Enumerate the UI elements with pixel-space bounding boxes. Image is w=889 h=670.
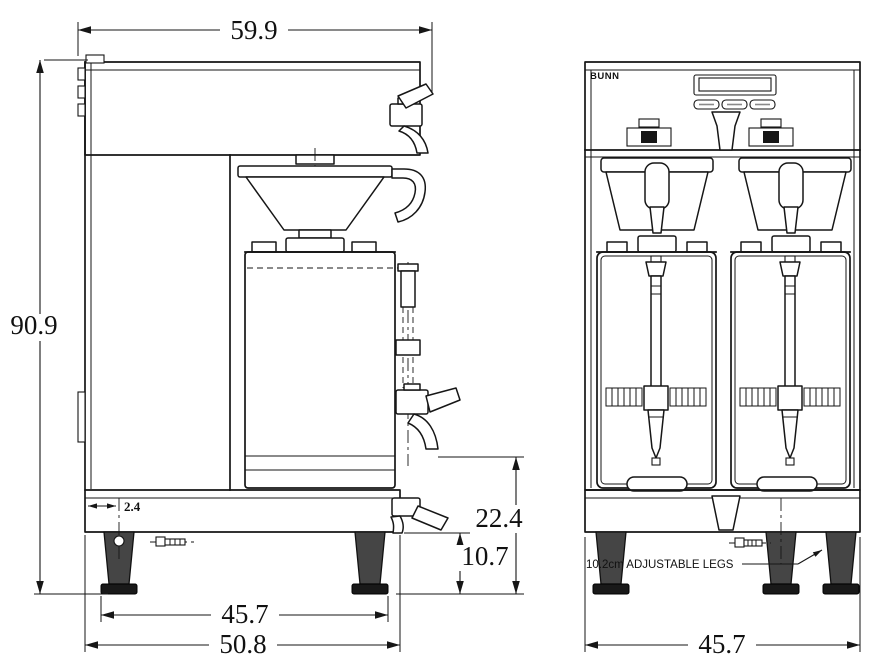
side-server [244,237,412,489]
side-gauge-and-faucet [395,262,461,466]
control-panel [693,74,777,110]
front-legs [592,498,860,595]
brand-logo: BUNN [590,71,619,82]
dim-faucet-clearance-text: 22.4 [475,503,523,533]
dim-overall-height-text: 90.9 [10,310,57,340]
side-machine-body [77,54,421,491]
front-servers [596,235,851,492]
front-base [584,489,861,533]
dim-top-depth-text: 59.9 [230,15,277,45]
front-gauge-left [605,255,707,466]
adjustable-legs-note: 10.2cm ADJUSTABLE LEGS [586,549,823,571]
side-lower-faucet [390,497,449,534]
dim-faucet-clearance: 22.4 [396,456,532,595]
side-brew-funnel [237,148,427,248]
dim-top-depth: 59.9 [77,15,433,92]
dim-base-depth: 50.8 [84,535,401,659]
side-view: 59.9 90.9 2.4 22.4 10.7 [6,15,532,659]
dim-base-depth-text: 50.8 [219,629,266,659]
front-view: BUNN [584,61,861,659]
side-leg-bolt-detail [150,536,194,547]
dim-overall-height: 90.9 [6,59,108,595]
dim-leg-inset: 2.4 [88,499,141,514]
dim-front-width: 45.7 [584,537,861,659]
side-hot-water-faucet [389,83,434,154]
adjustable-legs-label: 10.2cm ADJUSTABLE LEGS [586,559,734,571]
side-legs [100,498,389,595]
dim-leg-height-text: 10.7 [461,541,508,571]
dim-leg-height: 10.7 [404,532,515,594]
dim-front-width-text: 45.7 [698,629,745,659]
dim-leg-inset-text: 2.4 [124,499,141,514]
faucet-handle [781,409,799,459]
front-gauge-right [739,255,841,466]
front-funnels [600,157,852,234]
dim-leg-span: 45.7 [100,596,389,629]
dim-leg-span-text: 45.7 [221,599,268,629]
funnel-handle [644,162,670,210]
drip-tray-slot [756,476,818,492]
drip-tray-slot [626,476,688,492]
faucet-handle [647,409,665,459]
funnel-handle [778,162,804,210]
funnel-rails [626,111,794,151]
